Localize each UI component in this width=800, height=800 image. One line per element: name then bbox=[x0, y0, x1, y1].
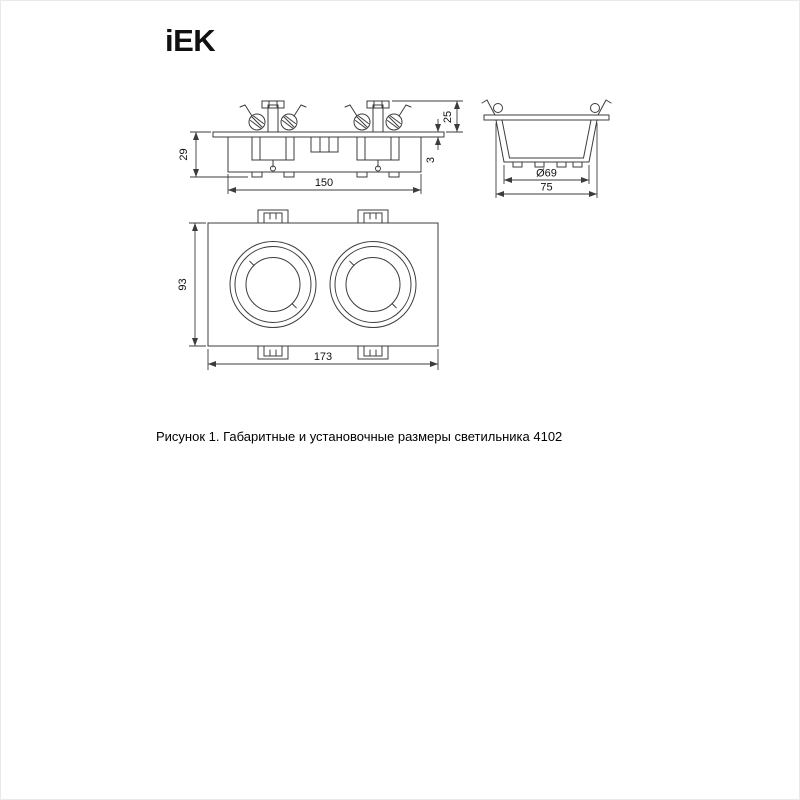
dim-label-25: 25 bbox=[442, 111, 454, 123]
front-view-dimensions: 93 173 bbox=[177, 222, 439, 370]
section-view-drawing bbox=[481, 99, 612, 168]
front-view-drawing bbox=[207, 209, 439, 360]
iek-logo: iEK bbox=[165, 23, 216, 58]
dim-label-173: 173 bbox=[314, 351, 332, 363]
side-view-drawing bbox=[212, 101, 445, 178]
technical-drawing: 29 150 25 3 bbox=[177, 99, 612, 370]
side-view-dimensions: 29 150 25 3 bbox=[178, 100, 463, 194]
dim-label-3: 3 bbox=[425, 157, 437, 163]
dim-label-29: 29 bbox=[178, 148, 190, 160]
section-view-dimensions: Ø69 75 bbox=[495, 123, 598, 198]
dim-label-93: 93 bbox=[177, 278, 189, 290]
dim-label-75: 75 bbox=[540, 182, 552, 194]
figure-caption: Рисунок 1. Габаритные и установочные раз… bbox=[156, 429, 563, 444]
dim-label-150: 150 bbox=[315, 177, 333, 189]
dim-label-diameter-69: Ø69 bbox=[536, 168, 557, 180]
